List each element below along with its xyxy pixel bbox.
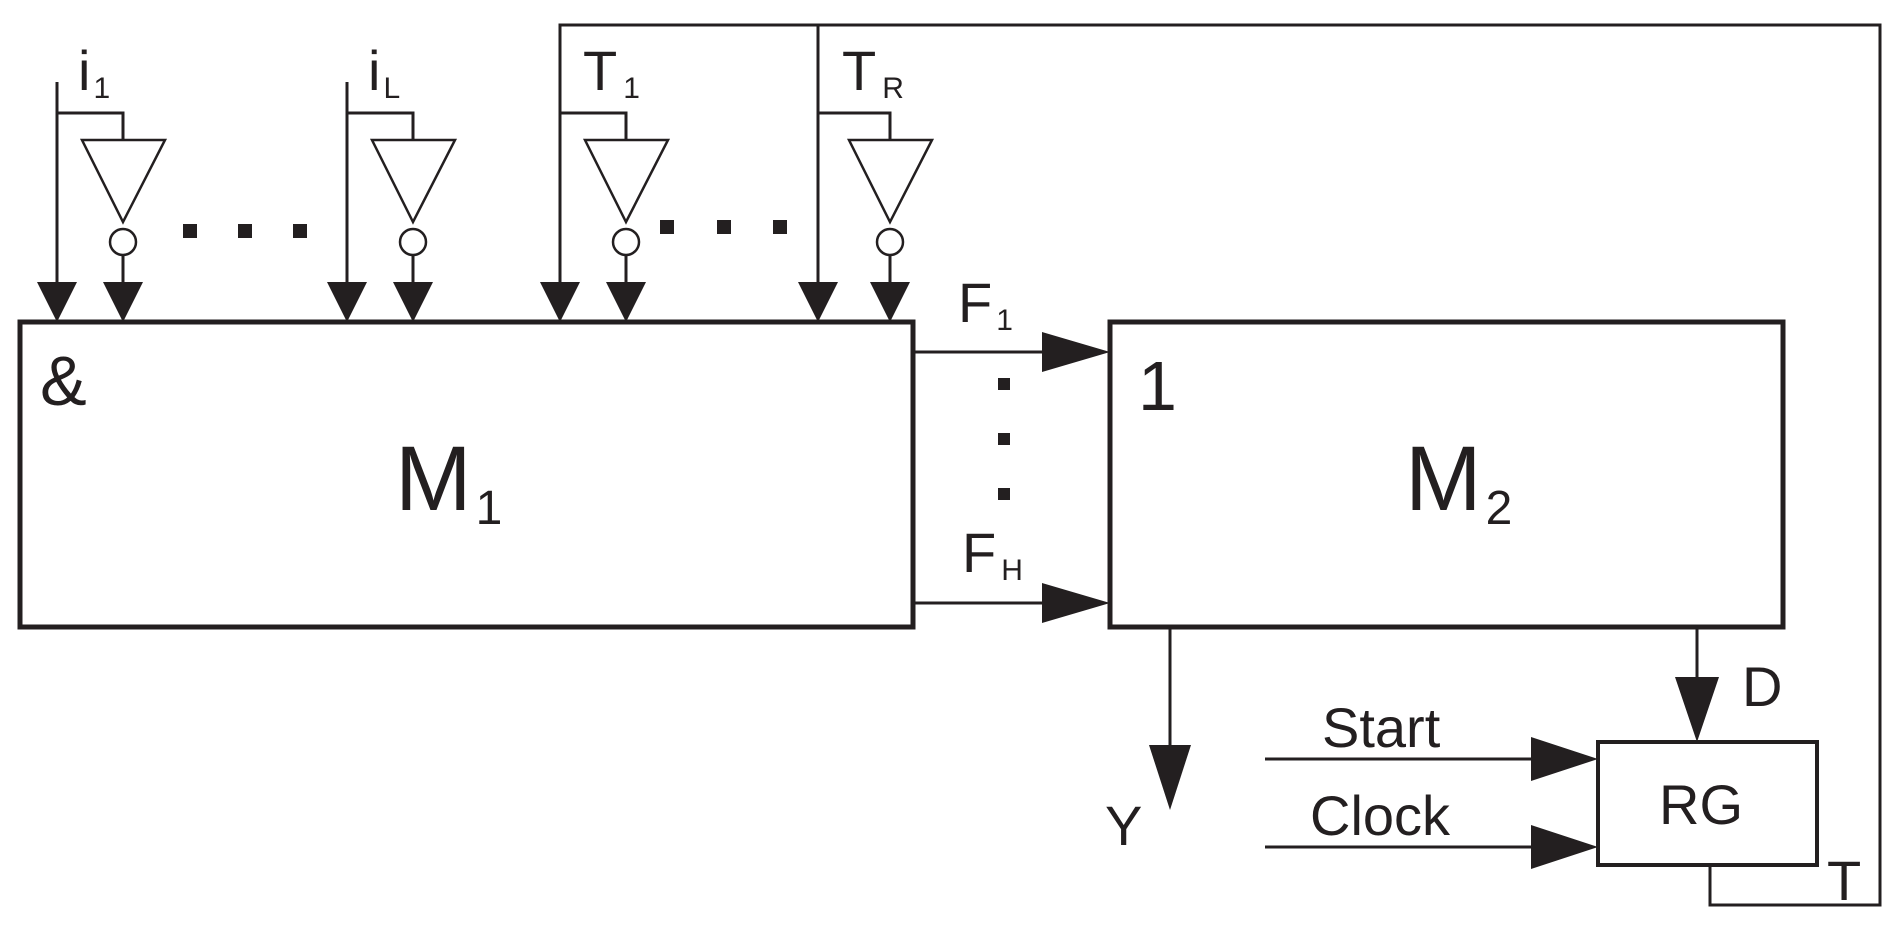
- f-ellipsis: [998, 378, 1010, 500]
- m2-label: M2: [1405, 428, 1512, 535]
- label-Y: Y: [1105, 794, 1142, 857]
- fh-wire: [913, 583, 1110, 623]
- ellipsis-left: [183, 224, 307, 238]
- m2-block: 1 M2: [1107, 319, 1786, 630]
- ellipsis-right: [660, 220, 787, 234]
- f1-wire: [913, 332, 1110, 372]
- input-T1: [540, 111, 671, 322]
- m1-block: & M1: [17, 319, 916, 630]
- input-TR: [798, 111, 935, 322]
- start-wire: Start: [1265, 696, 1598, 781]
- label-T: T: [1827, 849, 1861, 912]
- d-wire: D: [1675, 627, 1782, 742]
- rg-block: RG: [1596, 740, 1819, 867]
- y-output: Y: [1105, 627, 1191, 857]
- label-D: D: [1742, 655, 1782, 718]
- m1-symbol: &: [40, 342, 87, 420]
- feedback-wire: [558, 23, 1882, 907]
- m1-label: M1: [395, 428, 502, 535]
- label-clock: Clock: [1310, 784, 1451, 847]
- clock-wire: Clock: [1265, 784, 1598, 869]
- input-i1: [37, 82, 168, 322]
- rg-label: RG: [1659, 773, 1743, 836]
- input-iL: [327, 82, 458, 322]
- m2-symbol: 1: [1138, 347, 1177, 425]
- label-start: Start: [1322, 696, 1441, 759]
